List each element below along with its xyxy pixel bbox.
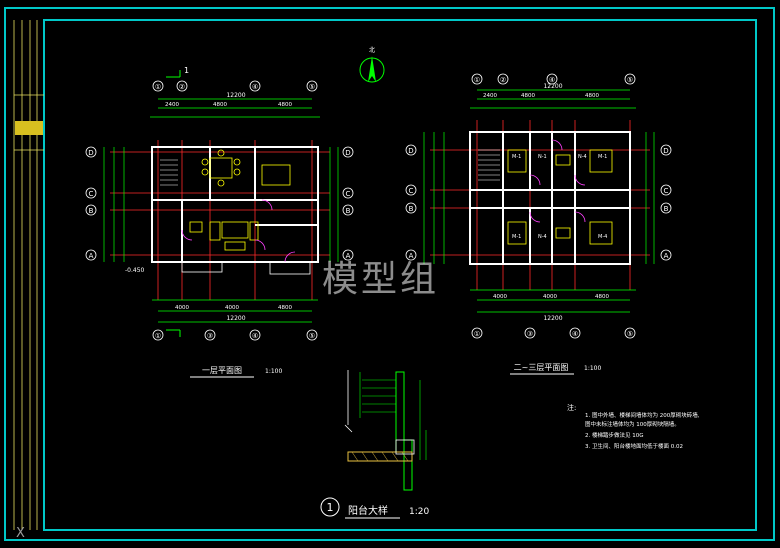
- uf-room-label-5: M-1: [512, 234, 521, 240]
- uf-walls: [469, 131, 631, 265]
- uf-top-dim-3: 4800: [585, 93, 599, 99]
- uf-room-label-4: N-4: [578, 154, 587, 160]
- uf-doors: [529, 139, 586, 223]
- uf-top-axis-1: ①: [474, 76, 480, 84]
- ff-bottom-dim-3: 4800: [278, 305, 292, 311]
- detail-scale: 1:20: [409, 507, 429, 517]
- ff-level: -0.450: [125, 267, 145, 274]
- uf-row-axis-a-r: A: [664, 252, 669, 260]
- ff-bottom-axis-1: ①: [155, 332, 161, 340]
- notes-heading: 注:: [567, 403, 576, 412]
- uf-plan-scale: 1:100: [584, 365, 601, 372]
- ff-overall-dim: 12200: [226, 92, 245, 99]
- upper-floor-plan: ① ② ④ ⑤ 12200 2400 4800 4800: [405, 73, 672, 375]
- ff-row-axis-a-r: A: [346, 252, 351, 260]
- uf-room-label-3: M-1: [598, 154, 607, 160]
- uf-bottom-dim-3: 4800: [595, 294, 609, 300]
- ff-plan-scale: 1:100: [265, 368, 282, 375]
- uf-top-dim-1: 2400: [483, 93, 497, 99]
- ff-top-axis-5: ⑤: [309, 83, 315, 91]
- uf-row-axis-d-r: D: [663, 147, 668, 155]
- ff-row-axis-c-r: C: [346, 190, 351, 198]
- north-arrow-label: 北: [369, 46, 375, 54]
- first-floor-plan: ① ② ④ ⑤ 12200 2400 4800 4800 1: [85, 66, 354, 378]
- ff-bottom-dim-1: 4000: [175, 305, 189, 311]
- ff-top-axis-4: ④: [252, 83, 258, 91]
- ff-top-axis-1: ①: [155, 83, 161, 91]
- sheet-outer-frame: [4, 7, 775, 541]
- uf-top-axis-2: ②: [500, 76, 506, 84]
- ff-doors: [181, 199, 296, 263]
- ff-bottom-axis-3: ③: [207, 332, 213, 340]
- notes-line-1: 1. 图中外墙、楼梯间墙体均为 200厚砌块砖墙,: [585, 411, 700, 419]
- general-notes: 注: 1. 图中外墙、楼梯间墙体均为 200厚砌块砖墙, 图中未标注墙体均为 1…: [567, 403, 700, 450]
- uf-overall-dim: 12200: [543, 83, 562, 90]
- uf-bottom-axis-1: ①: [474, 330, 480, 338]
- ucs-corner-glyph: X: [16, 526, 25, 541]
- uf-room-label-6: N-4: [538, 234, 547, 240]
- uf-bottom-axis-3: ③: [527, 330, 533, 338]
- uf-room-label-1: M-1: [512, 154, 521, 160]
- ff-section-mark: 1: [184, 66, 189, 75]
- uf-room-label-7: M-4: [598, 234, 607, 240]
- balcony-detail: 1 阳台大样 1:20: [320, 370, 429, 519]
- uf-room-label-2: N-1: [538, 154, 547, 160]
- uf-bottom-overall-dim: 12200: [543, 315, 562, 322]
- ff-top-axis-2: ②: [179, 83, 185, 91]
- sheet-inner-frame: [43, 19, 757, 531]
- detail-title: 阳台大样: [348, 504, 388, 517]
- binding-strip: [13, 20, 44, 530]
- ff-bottom-axis-4: ④: [252, 332, 258, 340]
- ff-plan-title: 一层平面图: [202, 366, 242, 375]
- ff-row-axis-c: C: [89, 190, 94, 198]
- ff-row-axis-d-r: D: [345, 149, 350, 157]
- uf-row-axis-c: C: [409, 187, 414, 195]
- uf-row-axis-b: B: [409, 205, 414, 213]
- uf-furniture: [507, 149, 613, 245]
- ff-walls: [151, 146, 319, 263]
- uf-bottom-axis-4: ④: [572, 330, 578, 338]
- north-arrow: 北: [359, 46, 385, 83]
- uf-row-axis-b-r: B: [664, 205, 669, 213]
- detail-number: 1: [327, 501, 334, 514]
- ff-top-dim-3: 4800: [278, 102, 292, 108]
- uf-bottom-dim-2: 4000: [543, 294, 557, 300]
- ff-top-axes: [152, 80, 318, 92]
- uf-top-axis-4: ④: [549, 76, 555, 84]
- ff-top-dim-1: 2400: [165, 102, 179, 108]
- uf-row-axis-a: A: [409, 252, 414, 260]
- ff-bottom-dim-2: 4000: [225, 305, 239, 311]
- ff-bottom-overall-dim: 12200: [226, 315, 245, 322]
- ff-stair: [160, 159, 178, 186]
- notes-line-4: 3. 卫生间、阳台楼地面均低于楼面 0.02: [585, 442, 683, 450]
- uf-row-axis-d: D: [408, 147, 413, 155]
- ff-row-axis-b-r: B: [346, 207, 351, 215]
- uf-top-dim-2: 4800: [521, 93, 535, 99]
- ff-top-dim-2: 4800: [213, 102, 227, 108]
- uf-stair: [478, 149, 500, 181]
- uf-bottom-dim-1: 4000: [493, 294, 507, 300]
- uf-plan-title: 二~三层平面图: [514, 363, 569, 372]
- ff-row-axis-a: A: [89, 252, 94, 260]
- ff-furniture: [189, 149, 291, 251]
- ff-row-axis-d: D: [88, 149, 93, 157]
- uf-top-axis-5: ⑤: [627, 76, 633, 84]
- ff-bottom-axis-5: ⑤: [309, 332, 315, 340]
- ff-axis-grid: [110, 140, 330, 300]
- uf-row-axis-c-r: C: [664, 187, 669, 195]
- notes-line-3: 2. 楼梯踏步做法见 10G: [585, 431, 644, 439]
- notes-line-2: 图中未标注墙体均为 100厚砌块隔墙。: [585, 420, 680, 428]
- uf-bottom-axis-5: ⑤: [627, 330, 633, 338]
- ff-row-axis-b: B: [89, 207, 94, 215]
